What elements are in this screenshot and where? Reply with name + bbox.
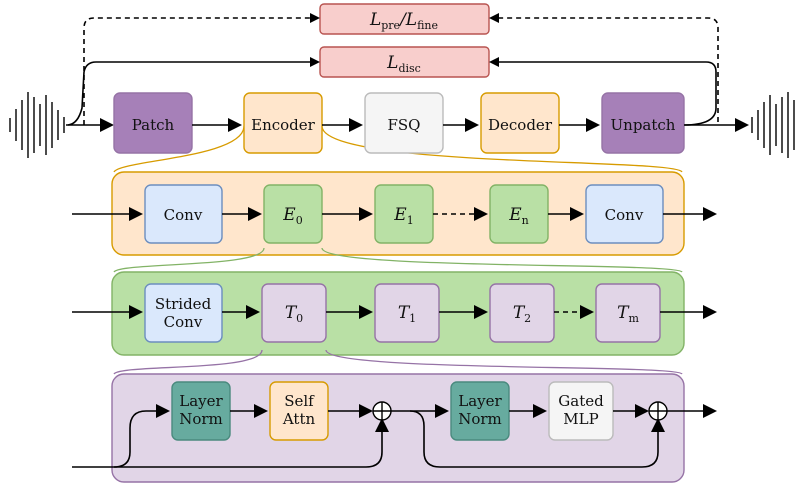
encoder-label: Encoder [251,116,316,134]
decoder-label: Decoder [488,116,553,134]
t0-zoom-connector [113,349,683,375]
t1-label: T1 [398,303,416,325]
en-label: En [508,205,529,227]
t1-block[interactable] [374,283,440,343]
fsq-label: FSQ [388,116,421,134]
decoder-block[interactable] [480,92,560,154]
unpatch-block[interactable] [601,92,685,154]
tf-residual-1 [114,418,389,468]
loss-disc-label: Ldisc [386,53,421,75]
transformer-detail-panel [111,373,685,483]
encoder-block[interactable] [243,92,323,154]
loss-pre-output-arrow [489,13,719,122]
t0-label: T0 [285,303,303,325]
tm-block[interactable] [595,283,661,343]
tm-label: Tm [617,303,639,325]
encoder-zoom-connector [113,125,683,173]
loss-disc-output-arrow [489,57,717,126]
e1-label: E1 [393,205,413,227]
loss-pre-fine-label: Lpre/Lfine [369,10,438,32]
t0-block[interactable] [261,283,327,343]
t2-block[interactable] [489,283,555,343]
strided-conv-block[interactable] [144,283,223,343]
fsq-block[interactable] [364,92,444,154]
output-waveform-icon [751,92,795,158]
enc-conv-in-label: Conv [164,206,203,224]
patch-label: Patch [132,116,175,134]
loss-disc-input-arrow [67,57,320,126]
add-2-icon [648,401,668,421]
e0-label: E0 [282,205,302,227]
patch-block[interactable] [113,92,193,154]
tf-input-line [72,404,170,468]
add-1-icon [372,401,392,421]
unpatch-label: Unpatch [611,116,676,134]
t2-label: T2 [513,303,531,325]
e0-zoom-connector [113,247,683,273]
tf-residual-2 [409,410,665,468]
enc-conv-out-label: Conv [605,206,644,224]
input-waveform-icon [9,92,65,158]
